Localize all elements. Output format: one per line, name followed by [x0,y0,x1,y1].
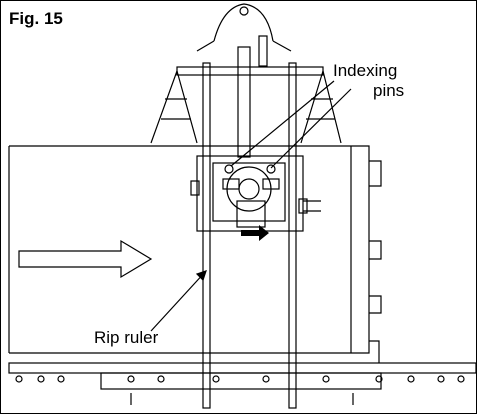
bottom-rail-lower [100,372,382,390]
rip-ruler-leader [150,270,207,332]
indexing-leader-right [270,88,352,169]
left-stand [150,70,198,144]
right-rail [288,62,297,409]
indexing-leader-left [230,80,335,167]
bottom-rail-upper [8,362,476,374]
callout-rip-ruler: Rip ruler [94,328,159,347]
lifting-hook [213,3,274,42]
indexing-pin-left [224,164,234,174]
panel-board [9,145,370,354]
indexing-pin-right [266,164,276,174]
callout-indexing-pins-line2: pins [373,81,405,100]
callout-indexing-pins-line1: Indexing [333,61,398,80]
top-stub [258,35,268,67]
left-rail [202,62,211,409]
feed-direction-arrow [18,239,153,279]
saw-direction-arrow [241,225,269,241]
center-post [237,46,251,158]
hook-eye [239,6,249,16]
motor-housing [236,200,266,228]
motor-plate [212,162,286,222]
figure-label: Fig. 15 [9,9,63,28]
